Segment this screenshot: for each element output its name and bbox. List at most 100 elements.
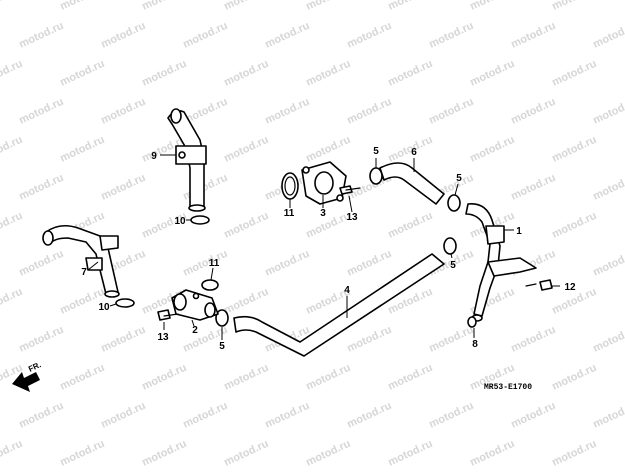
watermark-text: motod.ru bbox=[304, 134, 352, 165]
callout-12: 12 bbox=[564, 282, 576, 293]
watermark-text: motod.ru bbox=[222, 58, 270, 89]
callout-8: 9 bbox=[151, 151, 157, 162]
watermark-text: motod.ru bbox=[468, 438, 516, 468]
watermark-text: motod.ru bbox=[427, 400, 475, 431]
watermark-text: motod.ru bbox=[304, 438, 352, 468]
watermark-text: motod.ru bbox=[140, 362, 188, 393]
part-1-pipe bbox=[465, 203, 537, 322]
watermark-text: motod.ru bbox=[222, 134, 270, 165]
watermark-text: motod.ru bbox=[468, 134, 516, 165]
watermark-text: motod.ru bbox=[99, 400, 147, 431]
watermark-text: motod.ru bbox=[17, 248, 65, 279]
callout-5-top: 5 bbox=[373, 146, 379, 157]
watermark-text: motod.ru bbox=[99, 172, 147, 203]
watermark-text: motod.ru bbox=[427, 96, 475, 127]
watermark-text: motod.ru bbox=[386, 210, 434, 241]
watermark-text: motod.ru bbox=[140, 0, 188, 13]
callout-9: 8 bbox=[472, 339, 478, 350]
direction-label: FR. bbox=[27, 360, 42, 374]
callout-1: 1 bbox=[516, 226, 522, 237]
watermark-text: motod.ru bbox=[386, 58, 434, 89]
watermark-text: motod.ru bbox=[345, 400, 393, 431]
watermark-text: motod.ru bbox=[17, 400, 65, 431]
watermark-text: motod.ru bbox=[509, 400, 557, 431]
watermark-text: motod.ru bbox=[509, 172, 557, 203]
watermark-text: motod.ru bbox=[0, 286, 24, 317]
watermark-text: motod.ru bbox=[509, 324, 557, 355]
callout-10-lower: 10 bbox=[98, 302, 110, 313]
watermark-text: motod.ru bbox=[181, 20, 229, 51]
watermark-text: motod.ru bbox=[345, 96, 393, 127]
callout-5-right-low: 5 bbox=[450, 260, 456, 271]
part-13-bolt-lower bbox=[157, 309, 179, 321]
watermark-text: motod.ru bbox=[17, 20, 65, 51]
watermark-text: motod.ru bbox=[181, 400, 229, 431]
watermark-text: motod.ru bbox=[591, 400, 625, 431]
callout-5-right-top: 5 bbox=[456, 173, 462, 184]
watermark-text: motod.ru bbox=[550, 438, 598, 468]
watermark-text: motod.ru bbox=[509, 20, 557, 51]
watermark-text: motod.ru bbox=[304, 58, 352, 89]
callout-2: 2 bbox=[192, 325, 198, 336]
diagram-code: MR53-E1700 bbox=[484, 383, 532, 392]
watermark-text: motod.ru bbox=[222, 362, 270, 393]
part-3-housing bbox=[301, 161, 347, 205]
watermark-text: motod.ru bbox=[17, 172, 65, 203]
part-13-bolt-upper bbox=[339, 185, 361, 195]
watermark-text: motod.ru bbox=[550, 0, 598, 13]
watermark-text: motod.ru bbox=[345, 248, 393, 279]
watermark-text: motod.ru bbox=[591, 20, 625, 51]
watermark-text: motod.ru bbox=[304, 0, 352, 13]
watermark-text: motod.ru bbox=[386, 0, 434, 13]
watermark-text: motod.ru bbox=[0, 210, 24, 241]
watermark-text: motod.ru bbox=[550, 210, 598, 241]
callout-11: 11 bbox=[284, 208, 295, 219]
watermark-text: motod.ru bbox=[58, 0, 106, 13]
watermark-text: motod.ru bbox=[263, 96, 311, 127]
watermark-text: motod.ru bbox=[0, 58, 24, 89]
watermark-text: motod.ru bbox=[263, 248, 311, 279]
watermark-text: motod.ru bbox=[345, 324, 393, 355]
callout-7: 7 bbox=[81, 267, 87, 278]
watermark-text: motod.ru bbox=[181, 248, 229, 279]
watermark-text: motod.ru bbox=[222, 286, 270, 317]
part-2-housing bbox=[171, 289, 219, 321]
watermark-text: motod.ru bbox=[140, 438, 188, 468]
watermark-text: motod.ru bbox=[58, 134, 106, 165]
watermark-text: motod.ru bbox=[181, 172, 229, 203]
watermark-text: motod.ru bbox=[591, 96, 625, 127]
watermark-text: motod.ru bbox=[263, 400, 311, 431]
watermark-text: motod.ru bbox=[222, 0, 270, 13]
watermark-text: motod.ru bbox=[222, 438, 270, 468]
watermark-text: motod.ru bbox=[386, 362, 434, 393]
part-7-pipe bbox=[42, 224, 120, 298]
callout-13-lower: 13 bbox=[157, 332, 169, 343]
watermark-text: motod.ru bbox=[591, 324, 625, 355]
watermark-text: motod.ru bbox=[140, 58, 188, 89]
part-10-oring-lower bbox=[115, 298, 135, 308]
watermark-text: motod.ru bbox=[550, 134, 598, 165]
callout-13-upper: 13 bbox=[346, 212, 358, 223]
callout-10-upper: 10 bbox=[174, 216, 186, 227]
watermark-text: motod.ru bbox=[222, 210, 270, 241]
watermark-text: motod.ru bbox=[0, 438, 24, 468]
watermark-text: motod.ru bbox=[99, 20, 147, 51]
part-8-pipe bbox=[167, 108, 207, 212]
watermark-text: motod.ru bbox=[550, 58, 598, 89]
callout-11-lower: 11 bbox=[209, 258, 220, 269]
watermark-text: motod.ru bbox=[304, 362, 352, 393]
watermark-text: motod.ru bbox=[99, 324, 147, 355]
watermark-text: motod.ru bbox=[304, 210, 352, 241]
part-9-clip bbox=[467, 316, 477, 328]
watermark-text: motod.ru bbox=[17, 324, 65, 355]
watermark-text: motod.ru bbox=[58, 58, 106, 89]
part-5-clamp-d bbox=[215, 309, 229, 327]
part-4-hose bbox=[233, 253, 445, 357]
watermark-text: motod.ru bbox=[386, 438, 434, 468]
watermark-text: motod.ru bbox=[99, 96, 147, 127]
part-11-oring-lower bbox=[201, 279, 219, 291]
callout-5-lower: 5 bbox=[219, 341, 225, 352]
part-5-clamp-c bbox=[443, 237, 457, 255]
watermark-text: motod.ru bbox=[263, 20, 311, 51]
